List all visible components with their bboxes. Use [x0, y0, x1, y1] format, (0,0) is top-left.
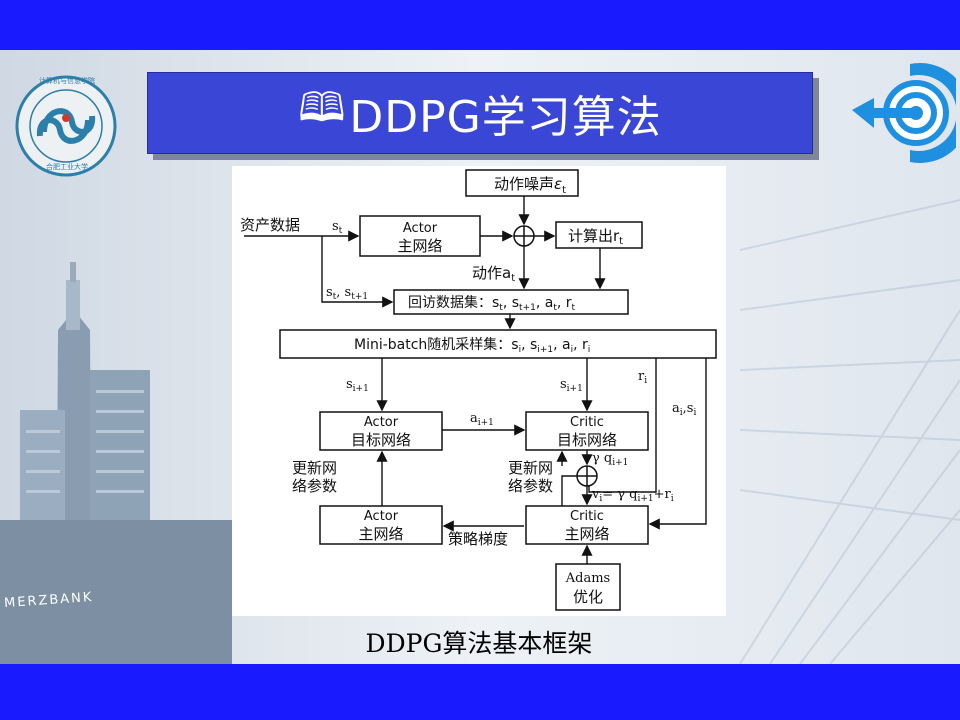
update-left-line1: 更新网 — [292, 459, 337, 477]
critic-target-line2: 目标网络 — [557, 431, 617, 449]
ai1-label: ai+1 — [470, 411, 494, 428]
adams-box — [555, 563, 621, 611]
ri-label: ri — [638, 369, 647, 386]
update-left-line2: 络参数 — [292, 477, 337, 495]
ddpg-flow-diagram: 动作噪声εt 资产数据 st Actor 主网络 计算出rt 动作at st, … — [240, 169, 717, 611]
book-icon: 🕮 — [298, 85, 346, 131]
logo-subcaption: 合肥工业大学 — [46, 163, 88, 171]
s-t-label: st — [332, 219, 343, 236]
critic-main-line1: Critic — [570, 509, 604, 524]
slide-title: DDPG学习算法 — [349, 92, 662, 143]
top-band — [0, 0, 960, 50]
actor-main-top-line1: Actor — [403, 221, 438, 236]
noise-box — [465, 169, 579, 197]
adams-line2: 优化 — [573, 588, 603, 606]
actor-main-bottom-line2: 主网络 — [358, 525, 403, 543]
sum-node-top — [513, 225, 535, 247]
si1-mid-label: si+1 — [560, 377, 583, 394]
actor-target-line2: 目标网络 — [351, 431, 411, 449]
actor-target-line1: Actor — [364, 415, 399, 430]
gamma-q-label: γ qi+1 — [592, 451, 628, 468]
vi-equation: vi= γ qi+1+ri — [591, 487, 674, 504]
adams-line1: Adams — [565, 571, 610, 586]
update-mid-line2: 络参数 — [508, 477, 553, 495]
si1-left-label: si+1 — [346, 377, 369, 394]
replay-box — [393, 289, 629, 315]
actor-target-box — [319, 411, 443, 451]
compute-r-box — [555, 221, 643, 249]
critic-main-line2: 主网络 — [564, 525, 609, 543]
st-st1-label: st, st+1 — [326, 285, 368, 302]
replay-label: 回访数据集：st, st+1, at, rt — [408, 294, 576, 313]
actor-main-top-line2: 主网络 — [397, 237, 442, 255]
compute-r-label: 计算出rt — [568, 227, 623, 247]
minibatch-box — [279, 329, 717, 359]
critic-main-box — [525, 505, 649, 545]
diagram-panel: 动作噪声εt 资产数据 st Actor 主网络 计算出rt 动作at st, … — [232, 166, 726, 616]
logo-caption: 计算机与信息学院 — [39, 77, 95, 85]
actor-main-bottom-box — [319, 505, 443, 545]
policy-gradient-label: 策略梯度 — [448, 530, 508, 548]
action-label: 动作at — [472, 264, 515, 284]
figure-caption: DDPG算法基本框架 — [365, 629, 593, 658]
asset-data-label: 资产数据 — [240, 216, 300, 234]
school-logo-icon — [15, 75, 117, 177]
flow-arrows — [244, 196, 707, 564]
bottom-band — [0, 664, 960, 720]
sum-node-bottom — [576, 465, 598, 487]
critic-target-line1: Critic — [570, 415, 604, 430]
update-mid-line1: 更新网 — [508, 459, 553, 477]
actor-main-bottom-line1: Actor — [364, 509, 399, 524]
ai-si-label: ai,si — [672, 401, 696, 418]
minibatch-label: Mini-batch随机采样集：si, si+1, ai, ri — [354, 336, 590, 355]
target-arrow-icon — [852, 63, 956, 163]
noise-label: 动作噪声εt — [494, 175, 566, 196]
title-banner: 🕮 DDPG学习算法 — [147, 72, 813, 154]
